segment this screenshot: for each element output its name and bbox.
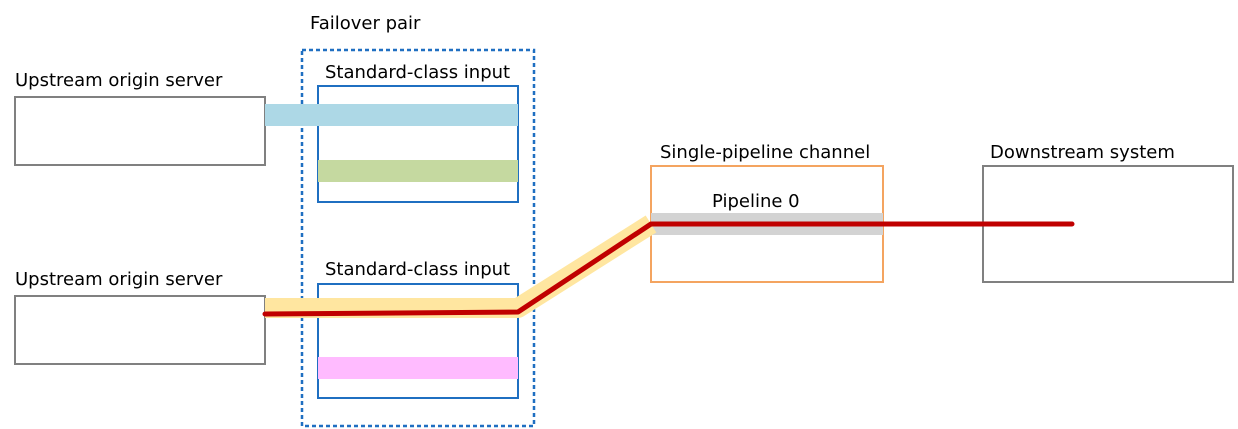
input-bottom-box xyxy=(317,283,519,399)
input-top-green-bar xyxy=(318,160,518,182)
upstream-server-bottom-box xyxy=(14,295,266,365)
upstream-server-top-label: Upstream origin server xyxy=(15,70,223,91)
downstream-label: Downstream system xyxy=(990,142,1175,163)
failover-pair-box xyxy=(300,48,536,428)
pipeline-label: Pipeline 0 xyxy=(712,191,800,212)
failover-pair-label: Failover pair xyxy=(310,13,421,34)
upstream-server-top-box xyxy=(14,96,266,166)
channel-label: Single-pipeline channel xyxy=(660,142,870,163)
input-top-label: Standard-class input xyxy=(325,62,510,83)
active-path-line xyxy=(262,221,1075,317)
input-bottom-label: Standard-class input xyxy=(325,259,510,280)
upstream-server-bottom-label: Upstream origin server xyxy=(15,269,223,290)
input-bottom-pink-bar xyxy=(318,357,518,379)
input-top-blue-bar xyxy=(265,104,518,126)
input-top-box xyxy=(317,85,519,203)
